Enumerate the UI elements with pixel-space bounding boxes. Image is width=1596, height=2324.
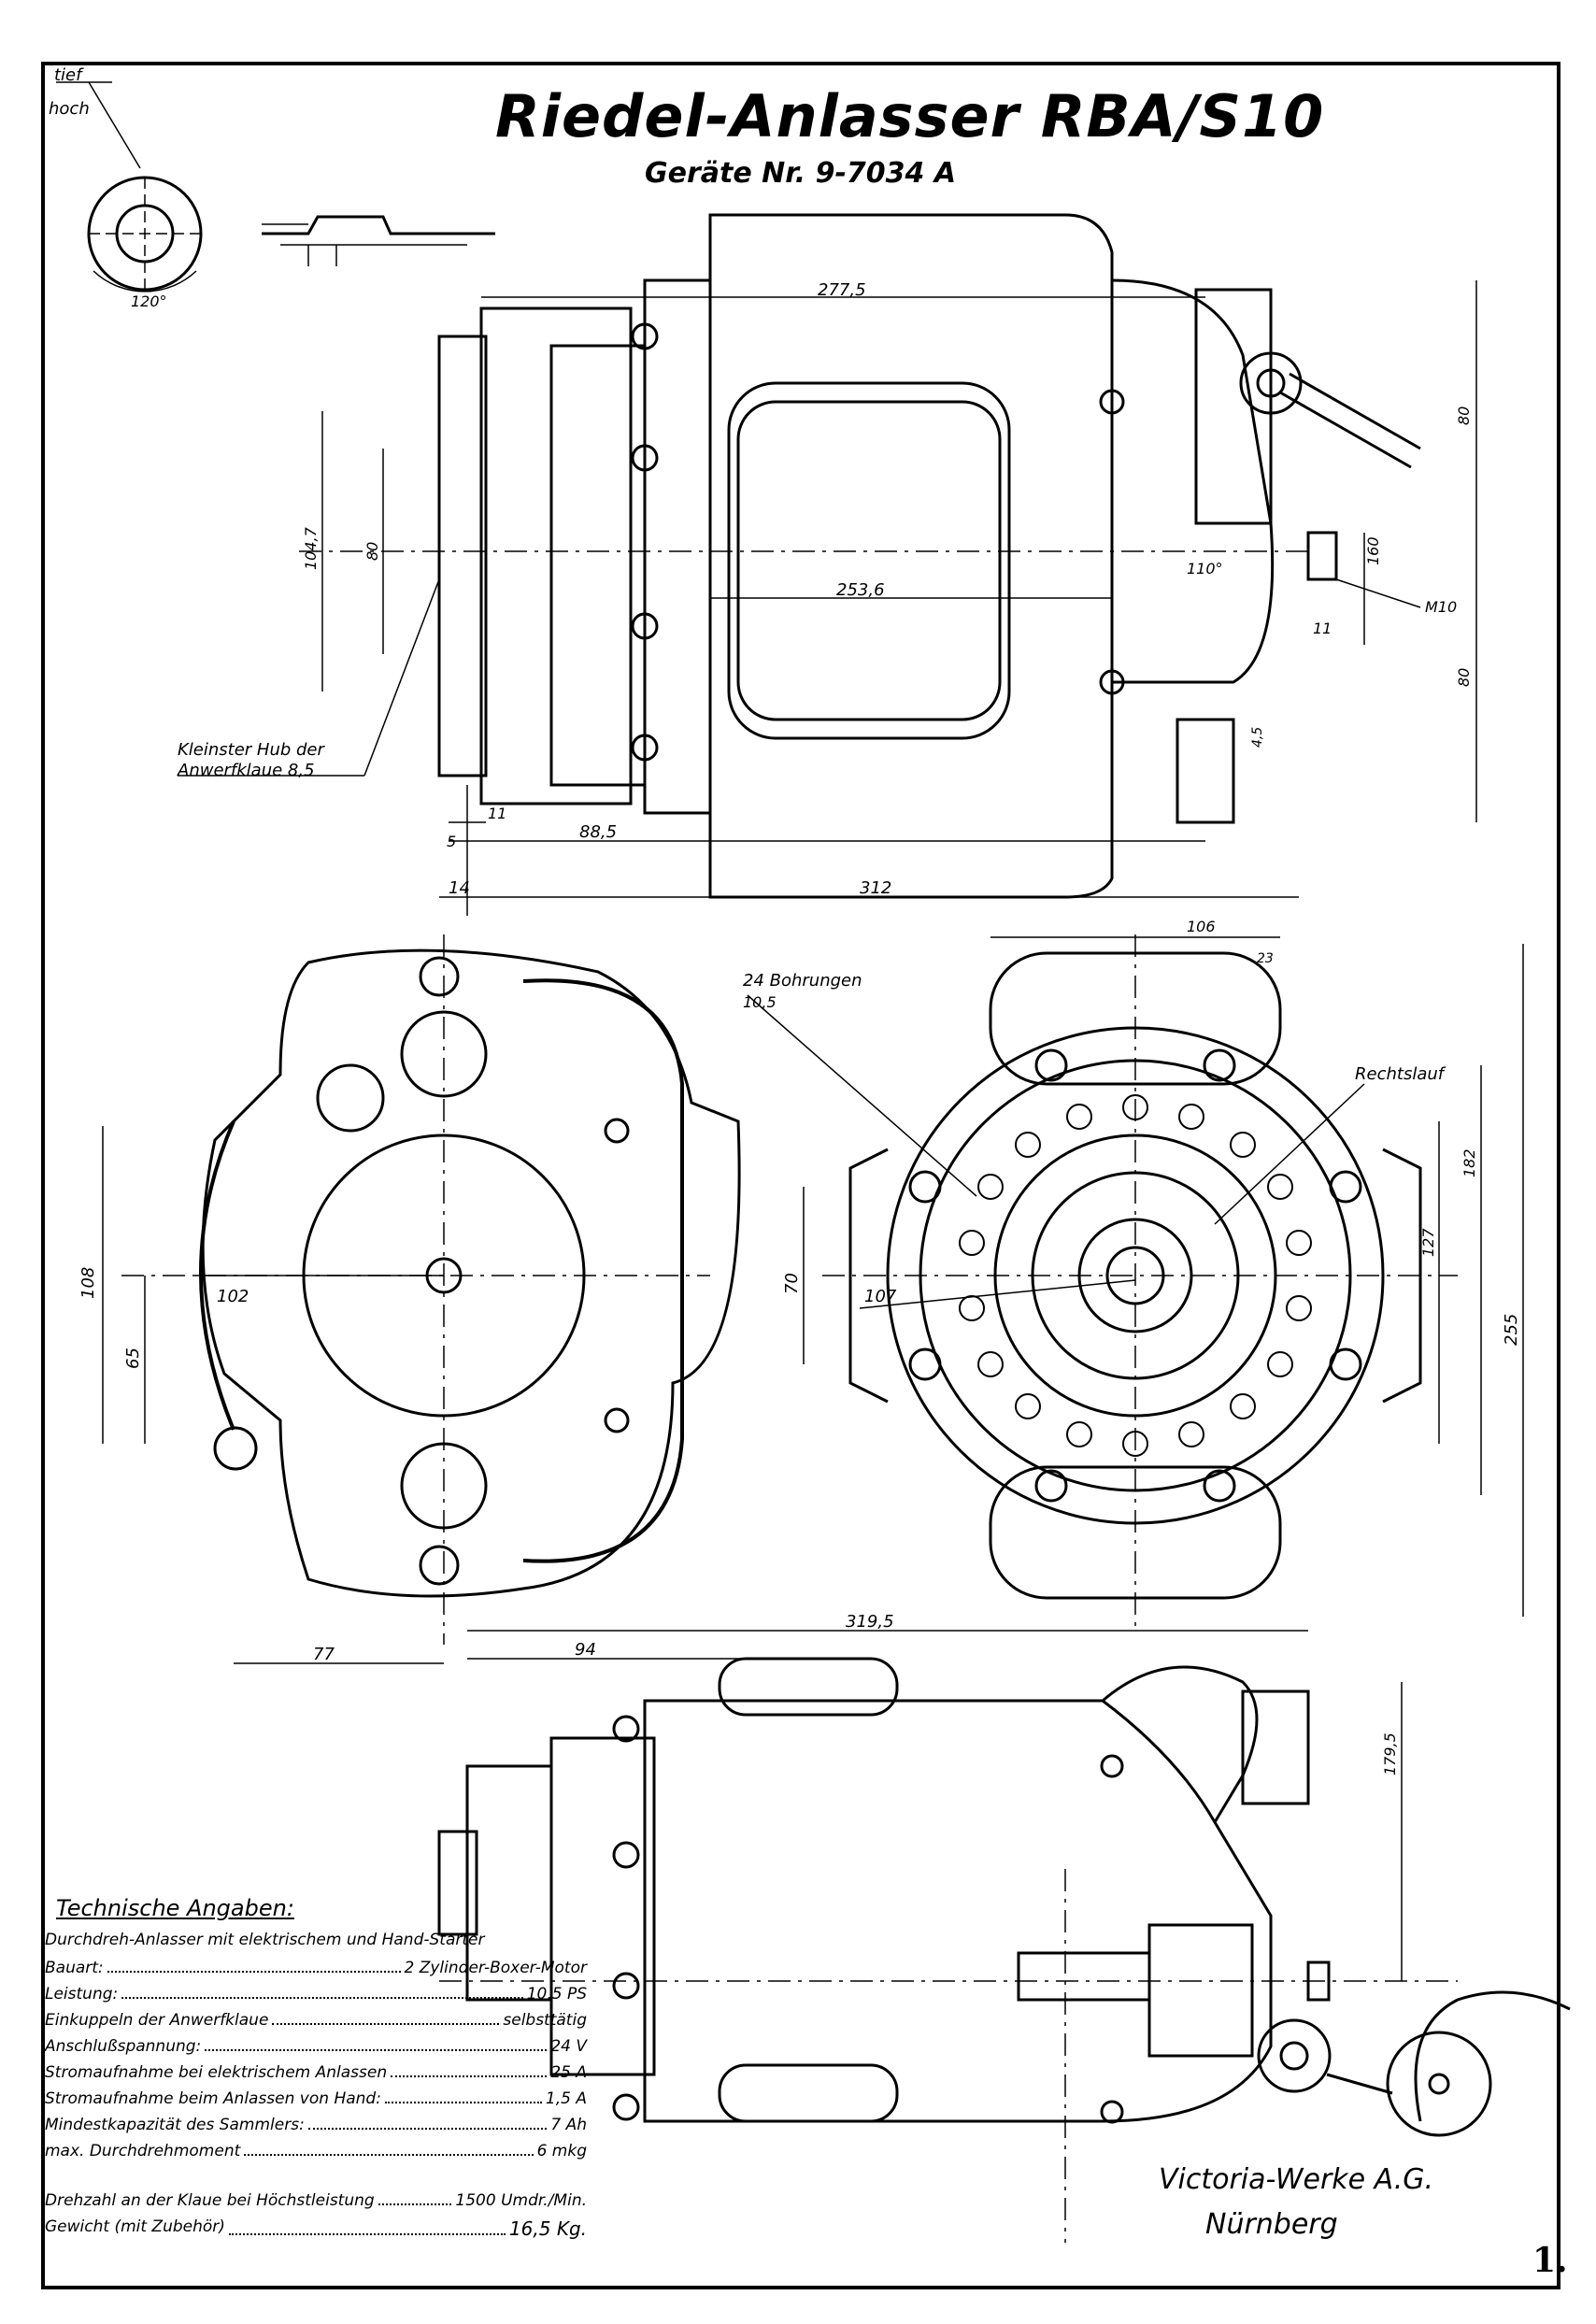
spec-label: Leistung: [45, 1985, 119, 2003]
spec-label: Anschlußspannung: [45, 2037, 202, 2056]
spec-label: Einkuppeln der Anwerfklaue [45, 2011, 269, 2030]
label-tief: tief [54, 65, 84, 85]
spec-value: selbsttätig [503, 2011, 587, 2030]
dim-5: 5 [447, 833, 456, 850]
spec-value: 1500 Umdr./Min. [455, 2191, 587, 2210]
dim-312: 312 [860, 878, 891, 898]
dim-80b: 80 [1455, 406, 1473, 425]
rear-view: 24 Bohrungen 10,5 Rechtslauf 106 23 70 1… [743, 918, 1524, 1626]
specs-heading: Technische Angaben: [56, 1895, 294, 1921]
drawing-frame [41, 62, 1560, 2289]
claw-detail: tief hoch 120° [49, 65, 203, 310]
top-view: 319,5 94 179,5 [437, 1612, 1571, 2243]
bohrungen-line1: 24 Bohrungen [743, 971, 862, 991]
drawing-title: Riedel-Anlasser RBA/S10 [495, 82, 1325, 150]
dim-4-5: 4,5 [1250, 727, 1265, 748]
spec-label: Mindestkapazität des Sammlers: [45, 2116, 305, 2134]
dim-107: 107 [864, 1287, 897, 1306]
dim-160: 160 [1364, 536, 1382, 565]
spec-label: Gewicht (mit Zubehör) [45, 2217, 225, 2236]
label-angle: 120° [131, 292, 167, 310]
page-number: 1. [1532, 2241, 1568, 2280]
spec-label: Drehzahl an der Klaue bei Höchstleistung [45, 2191, 375, 2210]
dim-255: 255 [1502, 1314, 1521, 1346]
spec-label: Bauart: [45, 1959, 104, 1977]
dim-m10: M10 [1425, 598, 1457, 616]
dim-277-5: 277,5 [818, 280, 866, 300]
dim-108: 108 [78, 1267, 98, 1299]
spec-value: 7 Ah [550, 2116, 587, 2134]
spec-row-drehzahl: Drehzahl an der Klaue bei Höchstleistung… [45, 2191, 587, 2210]
dim-102: 102 [217, 1287, 249, 1306]
spec-value: 16,5 Kg. [508, 2217, 587, 2240]
spec-row-bauart: Bauart: 2 Zylinder-Boxer-Motor [45, 1959, 587, 1977]
note-hub-line2: Anwerfklaue 8,5 [177, 761, 315, 780]
spec-row-strom-hand: Stromaufnahme beim Anlassen von Hand: 1,… [45, 2089, 587, 2108]
dim-80c: 80 [1455, 668, 1473, 687]
side-view: 277,5 253,6 110° 104,7 80 80 80 160 M10 … [177, 213, 1477, 916]
dim-80a: 80 [363, 542, 381, 561]
spec-row-strom-elektrisch: Stromaufnahme bei elektrischem Anlassen … [45, 2063, 587, 2082]
manufacturer-city: Nürnberg [1205, 2208, 1338, 2241]
dim-88-5: 88,5 [579, 822, 617, 842]
spec-value: 10,5 PS [526, 1985, 587, 2003]
spec-row-gewicht: Gewicht (mit Zubehör) 16,5 Kg. [45, 2217, 587, 2240]
dim-77: 77 [313, 1645, 335, 1664]
dim-11b: 11 [488, 805, 506, 822]
spec-value: 2 Zylinder-Boxer-Motor [404, 1959, 588, 1977]
device-number: Geräte Nr. 9-7034 A [645, 157, 957, 190]
dim-179-5: 179,5 [1381, 1732, 1399, 1775]
spec-label: Stromaufnahme bei elektrischem Anlassen [45, 2063, 388, 2082]
dim-182: 182 [1461, 1148, 1478, 1177]
spec-row-leistung: Leistung: 10,5 PS [45, 1985, 587, 2003]
spec-value: 25 A [550, 2063, 587, 2082]
spec-label: max. Durchdrehmoment [45, 2142, 241, 2160]
note-hub-line1: Kleinster Hub der [178, 740, 326, 760]
dim-23: 23 [1257, 951, 1274, 966]
spec-row-spannung: Anschlußspannung: 24 V [45, 2037, 587, 2056]
spec-label: Stromaufnahme beim Anlassen von Hand: [45, 2089, 381, 2108]
spec-value: 24 V [550, 2037, 587, 2056]
dim-65: 65 [123, 1347, 143, 1369]
spec-value: 6 mkg [536, 2142, 587, 2160]
dim-104-7: 104,7 [302, 526, 320, 570]
bohrungen-line2: 10,5 [743, 993, 777, 1011]
specs-intro: Durchdreh-Anlasser mit elektrischem und … [45, 1931, 485, 1949]
dim-127: 127 [1419, 1228, 1437, 1257]
spec-row-drehmoment: max. Durchdrehmoment 6 mkg [45, 2142, 587, 2160]
dim-253-6: 253,6 [836, 580, 885, 600]
front-view: 108 102 65 77 [78, 934, 741, 1664]
profile-detail [262, 215, 495, 266]
spec-value: 1,5 A [545, 2089, 587, 2108]
manufacturer: Victoria-Werke A.G. [1159, 2163, 1434, 2196]
dim-14: 14 [449, 878, 470, 898]
dim-94: 94 [575, 1640, 596, 1660]
rechtslauf-label: Rechtslauf [1355, 1064, 1446, 1084]
label-hoch: hoch [49, 99, 90, 119]
spec-row-einkuppeln: Einkuppeln der Anwerfklaue selbsttätig [45, 2011, 587, 2030]
dim-110deg: 110° [1187, 560, 1223, 577]
dim-319-5: 319,5 [846, 1612, 894, 1632]
dim-106: 106 [1187, 918, 1216, 935]
dim-70: 70 [782, 1273, 802, 1294]
dim-11: 11 [1313, 620, 1332, 637]
spec-row-kapazitaet: Mindestkapazität des Sammlers: 7 Ah [45, 2116, 587, 2134]
